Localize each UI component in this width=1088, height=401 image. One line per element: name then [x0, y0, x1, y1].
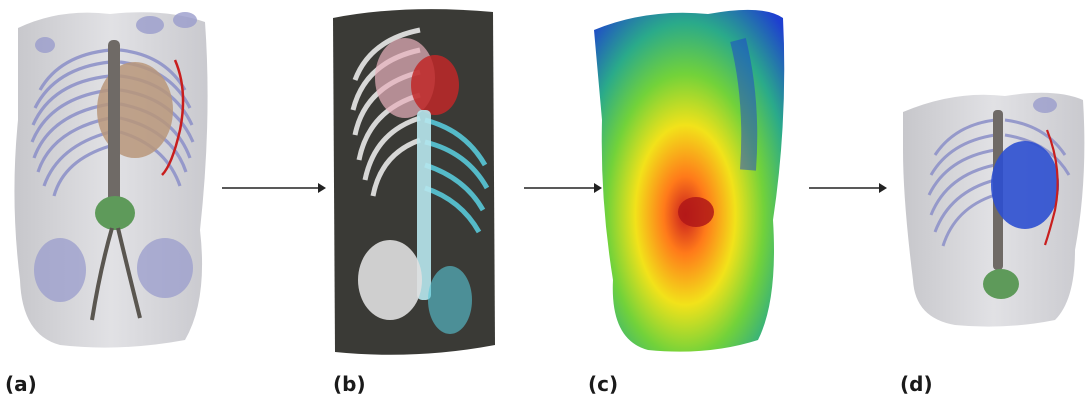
- panel-label-b: (b): [333, 372, 366, 396]
- hotspot: [678, 197, 714, 227]
- panel-label-a: (a): [5, 372, 37, 396]
- panel-label-d: (d): [900, 372, 933, 396]
- spine: [108, 40, 120, 210]
- heart-red: [411, 55, 459, 115]
- arrow-a-to-b: [218, 178, 328, 198]
- green-marker: [95, 196, 135, 230]
- panel-a-torso-model: [0, 0, 215, 360]
- green-marker: [983, 269, 1019, 299]
- torso-surface: [594, 10, 784, 352]
- panel-b-volume-render: [325, 0, 500, 360]
- panel-c-potential-map: [588, 0, 788, 360]
- panel-label-c: (c): [588, 372, 618, 396]
- panel-d-result-model: [895, 0, 1088, 360]
- pelvis: [358, 240, 422, 320]
- heart-blue: [991, 141, 1059, 229]
